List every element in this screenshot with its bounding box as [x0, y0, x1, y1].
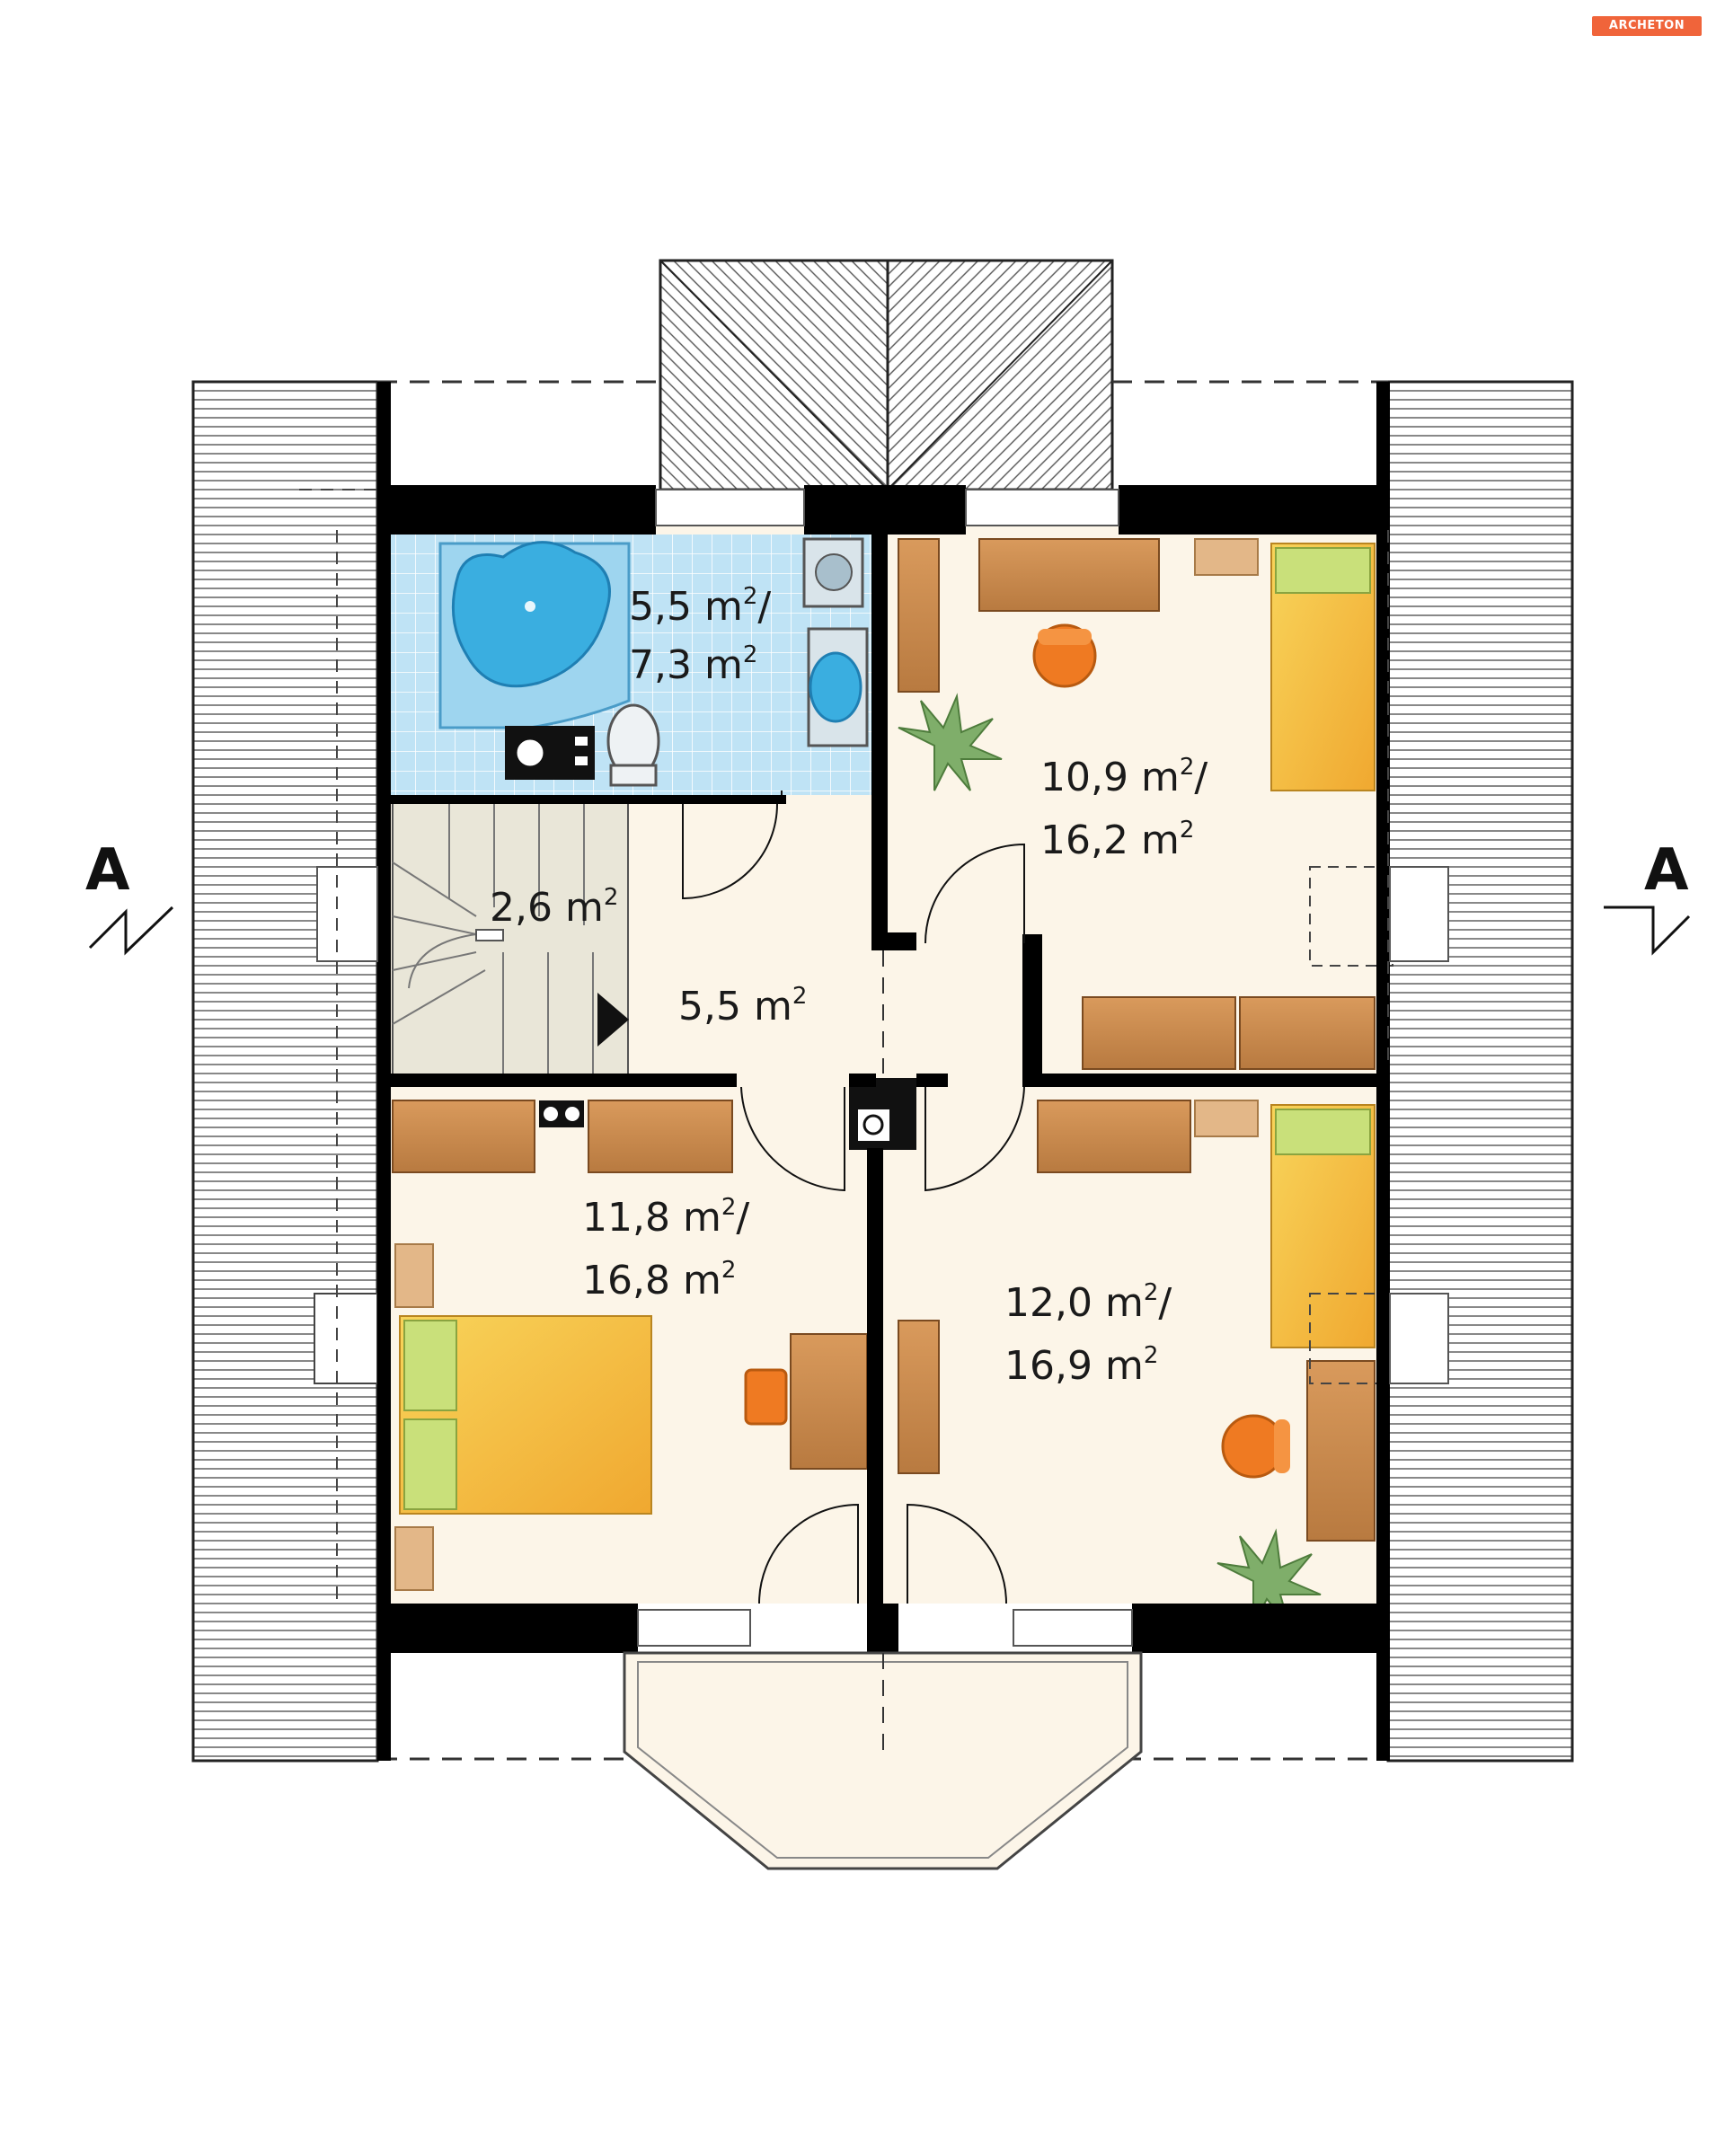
svg-text:16,2 m2: 16,2 m2 [1040, 817, 1194, 863]
section-marker-right: A [1604, 837, 1691, 956]
section-letter-left: A [85, 837, 130, 904]
nightstand-se [1194, 1100, 1259, 1137]
desk-se [1037, 1100, 1191, 1173]
wardrobe-se [898, 1320, 940, 1474]
svg-text:7,3 m2: 7,3 m2 [629, 641, 757, 688]
wardrobe-ne [898, 538, 940, 693]
wardrobe-sw-1 [392, 1100, 535, 1173]
room-label-bedroom-sw: 11,8 m2/ 16,8 m2 [582, 1194, 749, 1303]
section-letter-right: A [1644, 837, 1689, 904]
nightstand-ne [1194, 538, 1259, 576]
stair-treads [392, 800, 594, 1078]
room-label-bedroom-se: 12,0 m2/ 16,9 m2 [1004, 1279, 1172, 1389]
svg-text:5,5 m2: 5,5 m2 [678, 983, 807, 1029]
svg-text:16,8 m2: 16,8 m2 [582, 1257, 736, 1303]
roof-left [191, 380, 379, 1763]
walls [377, 382, 1390, 1761]
svg-text:16,9 m2: 16,9 m2 [1004, 1342, 1158, 1389]
desk-sw [790, 1333, 868, 1470]
roof-right [1386, 380, 1574, 1763]
door-swings [682, 791, 1025, 1604]
svg-text:2,6 m2: 2,6 m2 [490, 884, 618, 931]
svg-text:5,5 m2/: 5,5 m2/ [629, 583, 771, 630]
svg-text:12,0 m2/: 12,0 m2/ [1004, 1279, 1172, 1326]
wardrobe-sw-2 [588, 1100, 733, 1173]
chair-sw [744, 1368, 788, 1426]
bathtub-basin [451, 541, 611, 688]
wardrobe-mid-1 [1082, 996, 1236, 1070]
windows [316, 489, 1449, 1647]
pillow-se [1275, 1109, 1371, 1155]
room-label-stairs: 2,6 m2 [490, 884, 618, 931]
stair-direction-arrow [597, 993, 629, 1047]
wardrobe-mid-2 [1239, 996, 1376, 1070]
room-label-hall: 5,5 m2 [678, 983, 807, 1029]
logo-text: ARCHETON [1608, 19, 1685, 32]
svg-text:10,9 m2/: 10,9 m2/ [1040, 754, 1208, 800]
desk-ne [978, 538, 1160, 612]
pillow-sw-2 [403, 1418, 457, 1510]
section-marker-left: A [85, 837, 174, 956]
room-label-bedroom-ne: 10,9 m2/ 16,2 m2 [1040, 754, 1208, 863]
nightstand-sw-2 [394, 1526, 434, 1591]
svg-text:11,8 m2/: 11,8 m2/ [582, 1194, 749, 1241]
archeton-logo: ARCHETON [1592, 16, 1702, 36]
nightstand-sw-1 [394, 1243, 434, 1308]
plant-ne [898, 693, 1003, 791]
roof-slope-lines [299, 489, 1389, 1608]
room-label-bathroom: 5,5 m2/ 7,3 m2 [629, 583, 771, 688]
balcony [623, 1651, 1143, 1870]
sink [809, 651, 862, 723]
pillow-sw-1 [403, 1320, 457, 1411]
skylight-sw [314, 1293, 378, 1384]
pillow-ne [1275, 547, 1371, 594]
staircase [392, 799, 629, 1079]
desk-se-2 [1306, 1360, 1376, 1542]
